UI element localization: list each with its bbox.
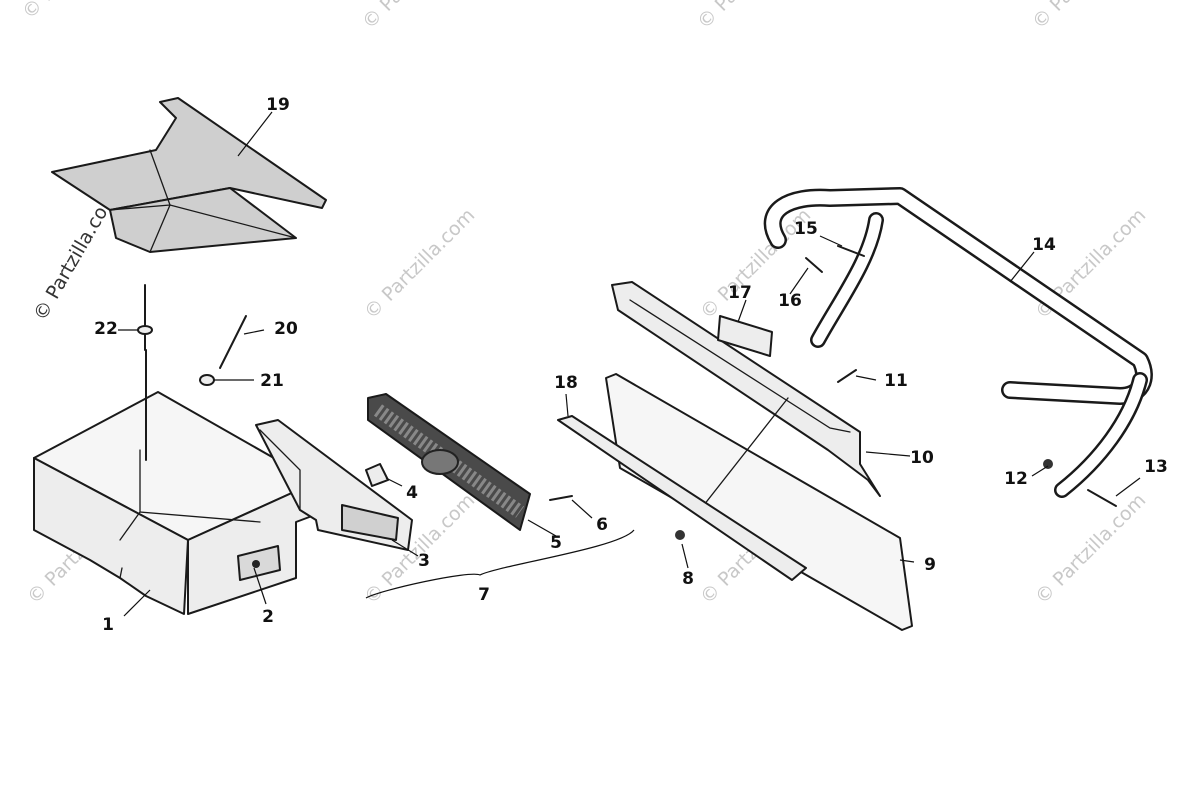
callout-3: 3 [418, 551, 430, 571]
watermark: © Partzilla.com [693, 0, 812, 34]
callout-6: 6 [596, 515, 608, 535]
part-3-housing [255, 419, 413, 551]
callout-20: 20 [274, 319, 298, 339]
part-8-nut [675, 530, 685, 540]
callout-17: 17 [728, 283, 752, 303]
callout-16: 16 [778, 291, 802, 311]
part-7-brace [365, 529, 635, 599]
callout-4: 4 [406, 483, 418, 503]
part-5-grille [367, 393, 531, 531]
part-10-panel [611, 281, 881, 497]
part-16-bolt [805, 257, 823, 273]
callout-2: 2 [262, 607, 274, 627]
callout-13: 13 [1144, 457, 1168, 477]
part-9-panel [605, 373, 913, 631]
part-2-fastener [252, 560, 260, 568]
watermark: © Partzilla.com [360, 204, 479, 323]
callout-1: 1 [102, 615, 114, 635]
part-15-bolt [837, 245, 865, 257]
part-17-decal [717, 315, 773, 357]
part-12-nut [1043, 459, 1053, 469]
callout-labels: 1 2 3 4 5 6 7 8 9 10 11 12 13 14 15 16 1… [94, 95, 1168, 635]
leader-lines [118, 111, 1141, 617]
callout-10: 10 [910, 448, 934, 468]
part-13-bolt [1087, 489, 1117, 507]
callout-15: 15 [794, 219, 818, 239]
callout-21: 21 [260, 371, 284, 391]
callout-12: 12 [1004, 469, 1028, 489]
part-14-bumper [763, 187, 1153, 498]
part-18-strip [557, 415, 807, 581]
callout-22: 22 [94, 319, 118, 339]
part-1-storage-box [33, 391, 317, 615]
watermark: © Partzilla.com [1028, 0, 1147, 34]
callout-9: 9 [924, 555, 936, 575]
callout-14: 14 [1032, 235, 1056, 255]
watermark: © Partzilla.com [18, 0, 137, 24]
callout-18: 18 [554, 373, 578, 393]
callout-11: 11 [884, 371, 908, 391]
part-4-bulb [365, 463, 389, 487]
part-19-floor-mat [51, 97, 327, 253]
parts-cables [137, 284, 247, 461]
callout-8: 8 [682, 569, 694, 589]
part-11-screw [837, 369, 857, 383]
watermark: © Partzilla.com [358, 0, 477, 34]
callout-7: 7 [478, 585, 490, 605]
part-6-screw [549, 495, 573, 501]
watermark: © Partzilla.com [1031, 489, 1150, 608]
callout-5: 5 [550, 533, 562, 553]
callout-19: 19 [266, 95, 290, 115]
